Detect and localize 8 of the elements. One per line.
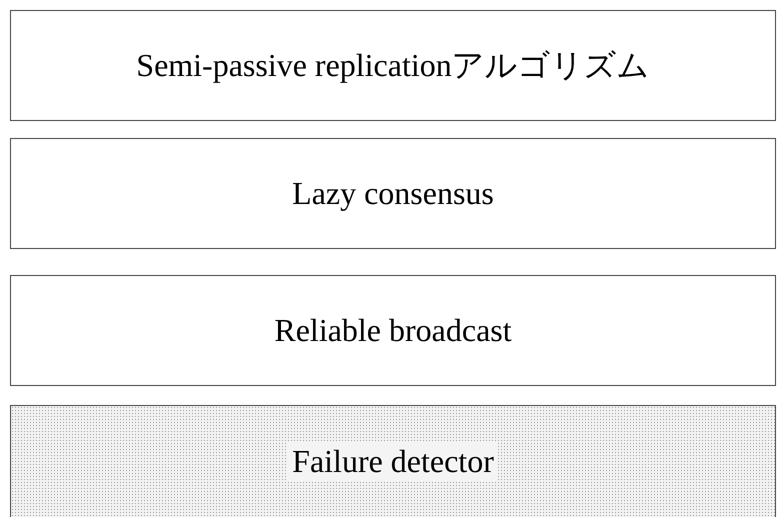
layer-box <box>10 10 776 121</box>
layer-box <box>10 405 776 517</box>
layer-label: Lazy consensus <box>292 175 494 212</box>
layer-label: Failure detector <box>288 442 498 480</box>
layer-label: Reliable broadcast <box>274 312 512 349</box>
layer-label: Semi-passive replicationアルゴリズム <box>136 46 650 85</box>
layer-box <box>10 138 776 249</box>
layer-box <box>10 275 776 386</box>
